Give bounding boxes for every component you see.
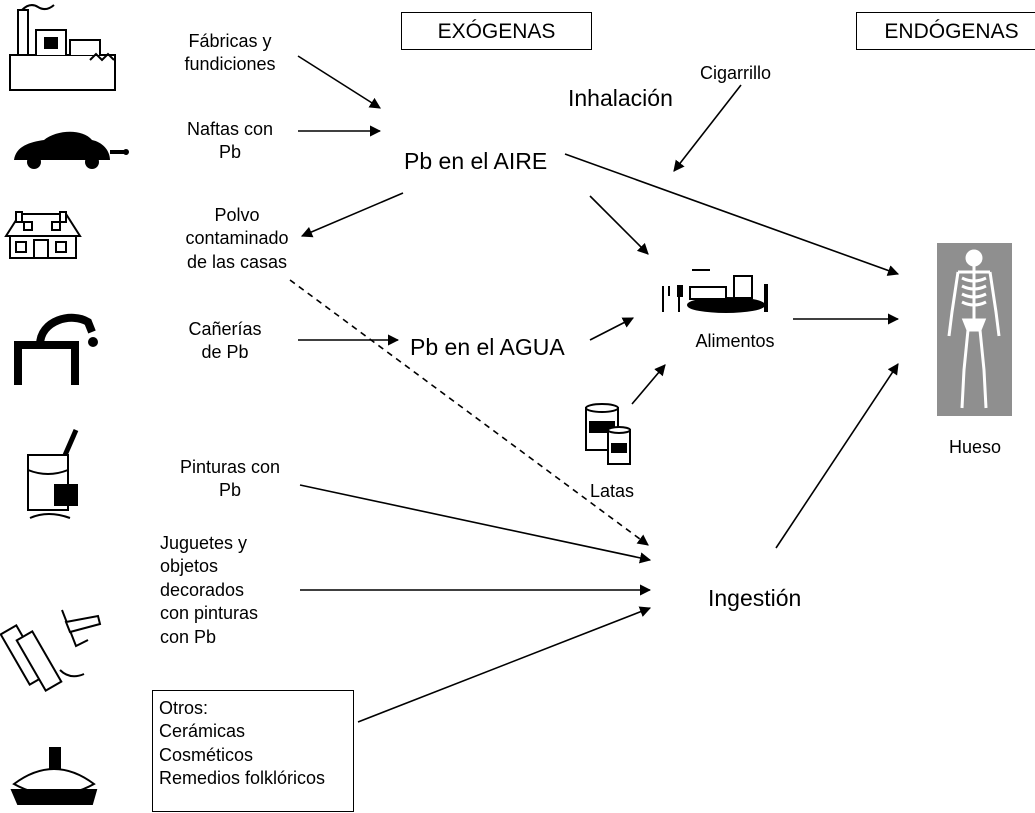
- source-canerias: Cañerías de Pb: [188, 319, 262, 363]
- arrow-polvo-ingestion: [289, 279, 649, 546]
- node-pb-aire: Pb en el AIRE: [404, 148, 548, 174]
- node-alimentos: Alimentos: [695, 331, 775, 351]
- house-icon: [4, 211, 82, 259]
- arrow-fabricas-aire: [297, 55, 381, 109]
- arrow-otros-ingestion: [357, 606, 652, 723]
- arrow-aire-hueso: [564, 153, 900, 276]
- header-endogenas: ENDÓGENAS: [856, 12, 1035, 50]
- node-ingestion: Ingestión: [708, 585, 802, 611]
- source-polvo: Polvo contaminado de las casas: [185, 205, 289, 272]
- arrow-ingestion-hueso: [775, 363, 899, 549]
- factory-icon: [9, 4, 116, 91]
- source-juguetes: Juguetes y objetos decorados con pintura…: [160, 533, 259, 647]
- skeleton-icon: [937, 243, 1012, 416]
- arrow-agua-alimentos: [589, 317, 634, 341]
- arrow-latas-alimentos: [631, 364, 666, 405]
- arrow-aire-alimentos: [589, 195, 649, 255]
- cans-icon: [585, 403, 631, 465]
- car-icon: [14, 131, 129, 169]
- node-latas: Latas: [590, 481, 635, 501]
- source-fabricas: Fábricas y fundiciones: [184, 31, 276, 75]
- source-naftas: Naftas con Pb: [186, 119, 274, 163]
- arrow-aire-polvo: [300, 192, 404, 238]
- arrow-cigarrillo-inhalacion: [673, 84, 742, 172]
- food-plate-icon: [662, 269, 768, 313]
- header-exogenas: EXÓGENAS: [401, 12, 592, 50]
- node-cigarrillo: Cigarrillo: [700, 63, 772, 83]
- source-pinturas: Pinturas con Pb: [179, 457, 281, 501]
- ceramics-icon: [10, 747, 98, 805]
- faucet-icon: [14, 313, 98, 385]
- toys-icon: [0, 609, 102, 692]
- source-otros-box: Otros: Cerámicas Cosméticos Remedios fol…: [152, 690, 354, 812]
- paint-can-icon: [27, 429, 79, 519]
- node-pb-agua: Pb en el AGUA: [410, 334, 565, 360]
- node-inhalacion: Inhalación: [568, 85, 673, 111]
- node-hueso: Hueso: [948, 437, 1002, 457]
- arrow-pinturas-ingestion: [299, 484, 652, 564]
